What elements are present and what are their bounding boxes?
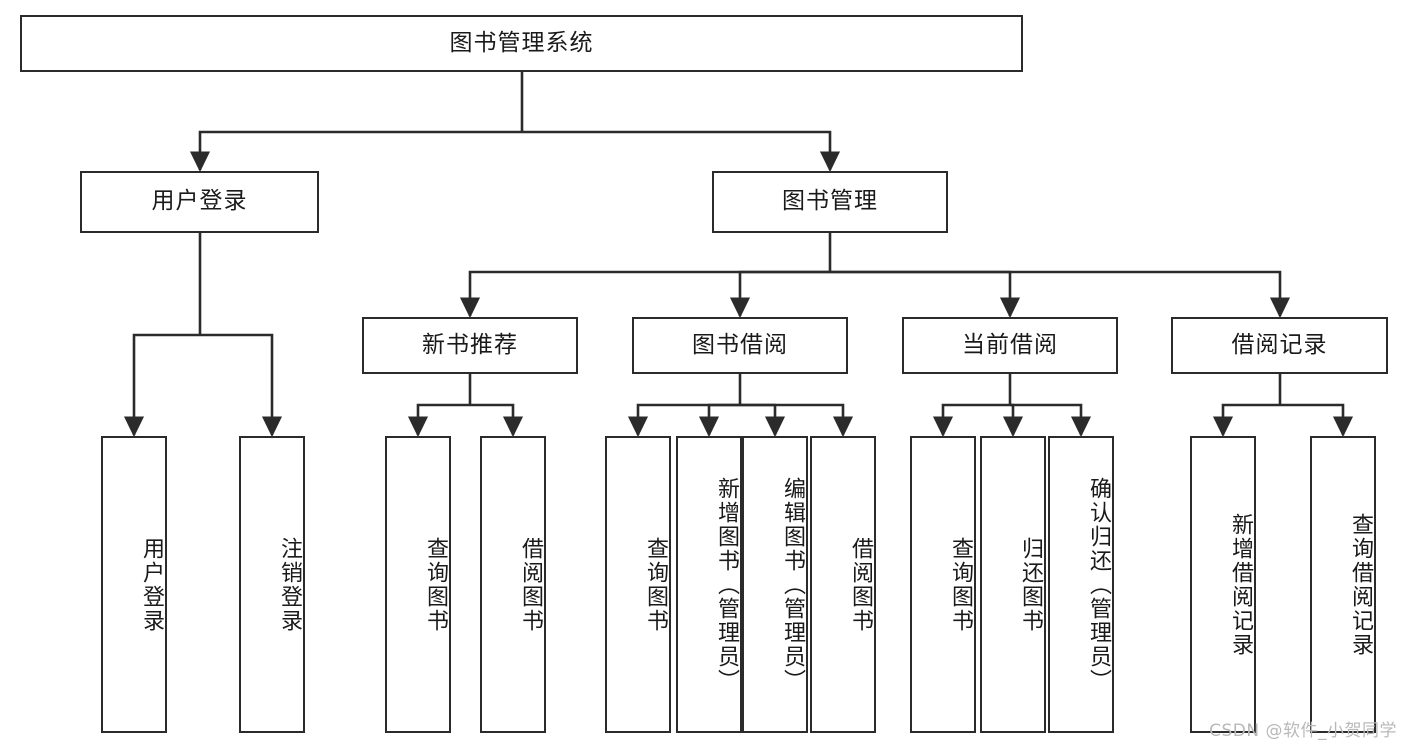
connector-bookmgmt-to-newbook	[459, 270, 830, 319]
node-label: 查询图书	[643, 536, 668, 633]
node-newbook: 新书推荐	[362, 317, 578, 374]
connector-bookmgmt-to-borrow	[729, 270, 830, 319]
node-login: 用户登录	[80, 171, 319, 233]
node-leaf1: 用户登录	[101, 436, 167, 733]
node-root: 图书管理系统	[20, 15, 1023, 72]
node-label: 归还图书	[1018, 536, 1043, 633]
node-leaf2: 注销登录	[239, 436, 305, 733]
node-current: 当前借阅	[902, 317, 1118, 374]
node-leaf8: 借阅图书	[810, 436, 876, 733]
connector-borrow-to-leaf6	[698, 403, 740, 438]
connector-current-to-leaf10	[1002, 403, 1024, 438]
connector-newbook-to-leaf4	[470, 403, 524, 438]
connector-borrow-to-leaf7	[740, 403, 786, 438]
connector-borrow-to-leaf8	[740, 403, 854, 438]
node-label: 用户登录	[139, 536, 164, 633]
node-label: 图书管理系统	[449, 29, 594, 56]
watermark-text: CSDN @软件_小贺同学	[1209, 721, 1397, 741]
connector-borrow-to-leaf5	[627, 403, 740, 438]
node-leaf10: 归还图书	[980, 436, 1046, 733]
connector-bookmgmt-to-current	[830, 270, 1021, 319]
connector-root-to-bookmgmt	[522, 130, 841, 173]
node-leaf13: 查询借阅记录	[1310, 436, 1376, 733]
node-leaf11: 确认归还（管理员）	[1048, 436, 1114, 733]
node-label: 注销登录	[277, 536, 302, 633]
node-label: 借阅图书	[518, 536, 543, 633]
node-label: 图书借阅	[692, 331, 788, 358]
node-label: 查询图书	[948, 536, 973, 633]
connector-bookmgmt-to-records	[830, 270, 1291, 319]
node-label: 查询图书	[423, 536, 448, 633]
node-label: 新书推荐	[422, 331, 518, 358]
node-leaf5: 查询图书	[605, 436, 671, 733]
node-label: 新增图书（管理员）	[714, 476, 739, 693]
connector-current-to-leaf11	[1010, 403, 1092, 438]
connector-records-to-leaf13	[1280, 403, 1354, 438]
node-bookmgmt: 图书管理	[712, 171, 948, 233]
node-label: 查询借阅记录	[1348, 512, 1373, 657]
node-leaf4: 借阅图书	[480, 436, 546, 733]
node-leaf12: 新增借阅记录	[1190, 436, 1256, 733]
node-borrow: 图书借阅	[632, 317, 848, 374]
connector-records-to-leaf12	[1212, 403, 1280, 438]
connector-current-to-leaf9	[932, 403, 1010, 438]
node-label: 确认归还（管理员）	[1086, 476, 1111, 693]
node-leaf9: 查询图书	[910, 436, 976, 733]
node-label: 编辑图书（管理员）	[780, 476, 805, 693]
connector-newbook-to-leaf3	[407, 403, 470, 438]
node-label: 图书管理	[782, 188, 878, 215]
node-leaf3: 查询图书	[385, 436, 451, 733]
connector-login-to-leaf1	[123, 333, 200, 438]
node-label: 借阅记录	[1231, 331, 1328, 358]
node-records: 借阅记录	[1171, 317, 1388, 374]
node-label: 用户登录	[151, 188, 248, 215]
node-label: 新增借阅记录	[1228, 512, 1253, 657]
node-leaf7: 编辑图书（管理员）	[742, 436, 808, 733]
connector-root-to-login	[189, 130, 522, 173]
node-label: 借阅图书	[848, 536, 873, 633]
node-label: 当前借阅	[962, 331, 1058, 358]
node-leaf6: 新增图书（管理员）	[676, 436, 742, 733]
connector-login-to-leaf2	[200, 333, 283, 438]
